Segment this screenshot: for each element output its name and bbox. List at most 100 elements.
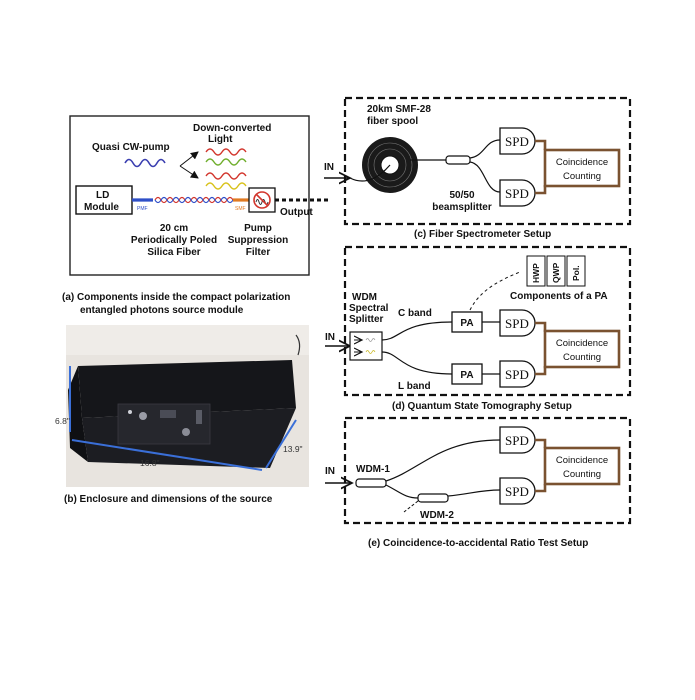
no-pump-slash [255, 193, 269, 207]
hwp-box [526, 255, 546, 287]
switch-icon [196, 410, 202, 424]
filter-label-1: Pump [244, 223, 272, 234]
ld-module-label-1: LD [96, 190, 109, 201]
polarizer-box [566, 255, 586, 287]
in-label-d: IN [325, 332, 335, 343]
ld-module-box [75, 185, 133, 215]
enclosure-side [68, 366, 88, 462]
pol-label: Pol. [571, 265, 581, 281]
bs-label-1: 50/50 [449, 190, 474, 201]
caption-b: (b) Enclosure and dimensions of the sour… [64, 494, 273, 505]
pa-1-label: PA [460, 318, 473, 329]
width-dimension-line [71, 439, 263, 471]
c-band-label: C band [398, 308, 432, 319]
spd-detector-d-2 [499, 360, 536, 388]
filter-label-2: Suppression [228, 235, 289, 246]
spool-label-2: fiber spool [367, 116, 418, 127]
panel-d: WDM Spectral Splitter IN C band L band P… [325, 245, 632, 412]
spd-detector-1 [499, 127, 536, 155]
spd-d-1-label: SPD [505, 316, 529, 331]
wdm1-icon [355, 478, 387, 488]
spool-label-1: 20km SMF-28 [367, 104, 431, 115]
caption-a-2: entangled photons source module [80, 305, 244, 316]
cc-label-d-2: Counting [563, 352, 601, 363]
cc-label-e-2: Counting [563, 469, 601, 480]
dim-height: 6.8" [55, 416, 70, 426]
wdm-splitter-box [349, 331, 383, 361]
wdm1-to-wdm2 [385, 484, 419, 499]
down-converted-label-2: Light [208, 134, 233, 145]
wdm1-to-spd1 [385, 439, 501, 482]
panel-c-frame [343, 96, 632, 226]
cc-label-c-1: Coincidence [556, 157, 608, 168]
hwp-label: HWP [531, 263, 541, 283]
spd-e-1-label: SPD [505, 433, 529, 448]
display-icon [160, 410, 176, 418]
wdm-label-d-2: Spectral [349, 303, 389, 314]
fiber-label-1: 20 cm [160, 223, 188, 234]
depth-dimension-line [265, 419, 297, 469]
spd-e-2-label: SPD [505, 484, 529, 499]
caption-e: (e) Coincidence-to-accidental Ratio Test… [368, 538, 588, 549]
cc-label-c-2: Counting [563, 171, 601, 182]
bs-label-2: beamsplitter [432, 202, 492, 213]
red-wave-icon-2 [205, 172, 247, 180]
panel-b: 6.8" 16.8" 13.9" (b) Enclosure and dimen… [55, 325, 309, 505]
down-converted-label-1: Down-converted [193, 123, 271, 134]
pump-wave-icon [124, 158, 166, 168]
split-arrow-down-icon [179, 165, 199, 179]
panel-d-frame [343, 245, 632, 397]
fiber-to-spd-1 [469, 139, 501, 159]
ld-module-label-2: Module [84, 202, 119, 213]
panel-a: Quasi CW-pump Down-converted Light LD Mo… [62, 115, 330, 316]
wdm2-label: WDM-2 [420, 510, 454, 521]
spd-detector-d-1 [499, 309, 536, 337]
spd-detector-2 [499, 179, 536, 207]
red-wave-icon [205, 148, 247, 156]
c-band-fiber [381, 321, 453, 341]
enclosure-top [78, 360, 296, 418]
split-arrow-up-icon [179, 151, 199, 167]
l-band-fiber [381, 351, 453, 375]
spd-detector-e-1 [499, 426, 536, 454]
beamsplitter-icon [445, 155, 471, 165]
pp-fiber-wave [154, 196, 234, 204]
fiber-label-3: Silica Fiber [147, 247, 200, 258]
output-label: Output [280, 207, 313, 218]
spd-1-label: SPD [505, 134, 529, 149]
pa-2-label: PA [460, 370, 473, 381]
no-pump-icon [253, 191, 271, 209]
qwp-label: QWP [551, 262, 561, 283]
green-wave-icon [205, 158, 247, 166]
fiber-to-spd-2 [469, 161, 501, 193]
dim-depth: 13.9" [283, 444, 303, 454]
wdm2-to-spd2 [447, 489, 501, 497]
wdm1-label: WDM-1 [356, 464, 390, 475]
spd-detector-e-2 [499, 477, 536, 505]
in-label-e: IN [325, 466, 335, 477]
pp-fiber-wave-2 [154, 196, 234, 204]
fiber-label-2: Periodically Poled [131, 235, 217, 246]
panel-c: 20km SMF-28 fiber spool IN 50/50 beamspl… [324, 96, 632, 240]
smf-label: SMF [235, 206, 246, 212]
pmf-label: PMF [137, 206, 148, 212]
spd-d-2-label: SPD [505, 367, 529, 382]
qwp-box [546, 255, 566, 287]
cc-label-d-1: Coincidence [556, 338, 608, 349]
coincidence-counter-c [543, 148, 621, 188]
panel-e-frame [343, 416, 632, 525]
coincidence-counter-d [543, 329, 621, 369]
yellow-wave-icon [205, 182, 247, 190]
pa-detail-link [469, 271, 521, 311]
knob-icon [139, 412, 147, 420]
connector-icon [182, 428, 190, 436]
filter-label-3: Filter [246, 247, 271, 258]
spd-2-label: SPD [505, 186, 529, 201]
pump-label: Quasi CW-pump [92, 142, 170, 153]
caption-d: (d) Quantum State Tomography Setup [392, 401, 572, 412]
coincidence-counter-e [543, 446, 621, 486]
panel-e: IN WDM-1 WDM-2 SPD SPD Coincidence Count… [325, 416, 632, 549]
in-label-c: IN [324, 162, 334, 173]
